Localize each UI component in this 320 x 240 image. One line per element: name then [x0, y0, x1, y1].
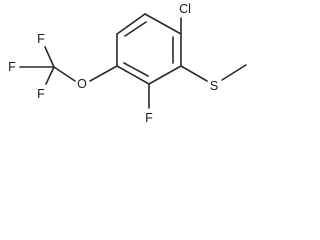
ring-bond-3 — [148, 65, 182, 85]
ring-double-bond-bottom — [123, 62, 149, 77]
ring-bond-4 — [116, 65, 150, 85]
atom-fluorine-cf3-bottom: F — [37, 87, 45, 101]
atom-oxygen: O — [77, 77, 87, 91]
atom-labels: Cl S F O F F F — [8, 2, 218, 125]
atom-fluorine-ring: F — [145, 111, 153, 125]
bond-c-f-bottom — [45, 66, 55, 85]
benzene-ring — [116, 13, 182, 85]
substituent-bonds — [19, 17, 247, 109]
bond-ring-s — [180, 65, 208, 82]
atom-fluorine-cf3-top: F — [37, 32, 45, 46]
ring-bond-6 — [116, 13, 146, 35]
bond-s-methyl — [221, 64, 247, 81]
ring-double-bond-top — [124, 21, 147, 37]
bond-o-cf3 — [53, 66, 76, 82]
ring-bond-1 — [144, 13, 182, 35]
bond-c-f-top — [44, 46, 55, 68]
atom-fluorine-cf3-left: F — [8, 60, 16, 74]
chemical-structure-diagram: Cl S F O F F F — [8, 2, 247, 125]
atom-sulfur: S — [210, 79, 218, 93]
atom-chlorine: Cl — [179, 2, 191, 16]
bond-ring-o — [89, 65, 118, 82]
